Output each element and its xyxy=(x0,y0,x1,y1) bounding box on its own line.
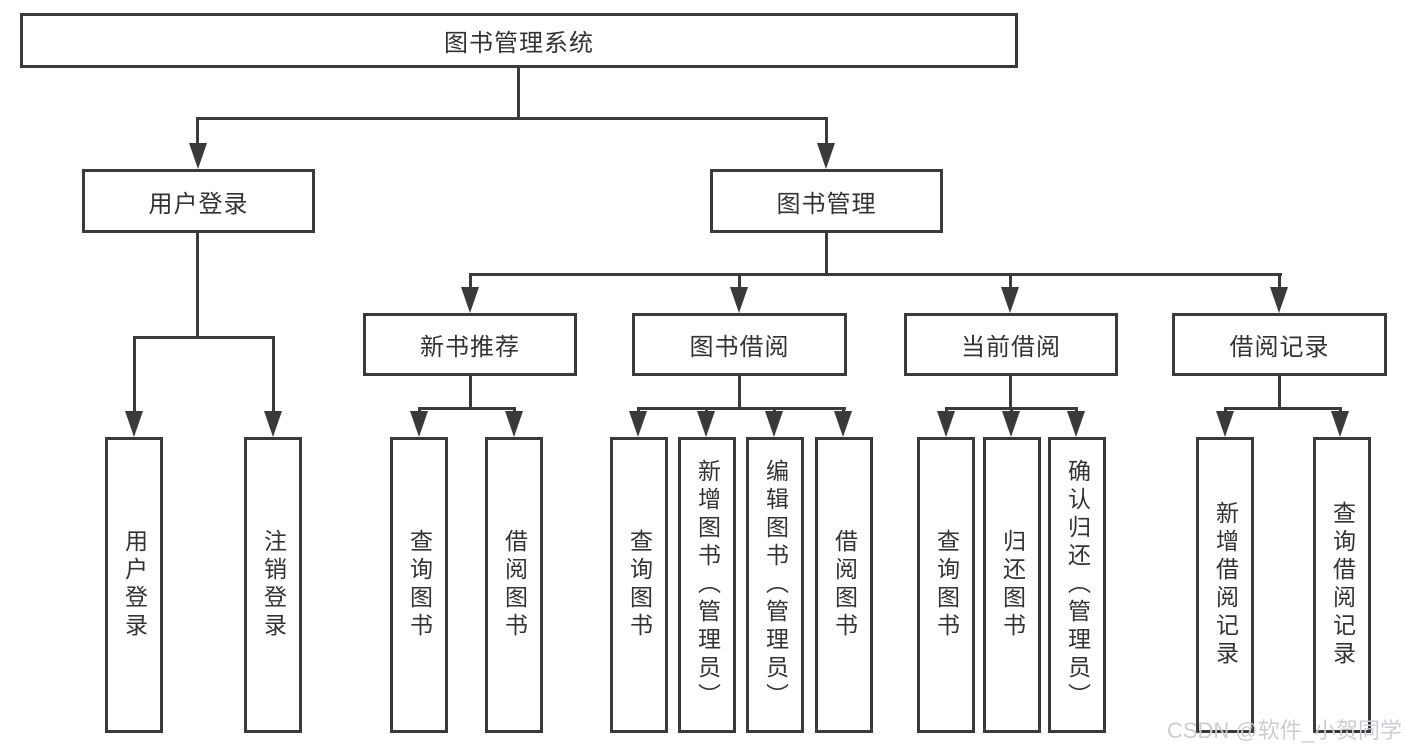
connector-line xyxy=(1278,273,1281,288)
node-label: 图书管理 xyxy=(776,190,877,218)
leaf-logout: 注销登录 xyxy=(244,437,302,733)
leaf-edit-books-admin: 编辑图书（管理员） xyxy=(746,437,804,733)
connector-line xyxy=(637,407,846,410)
leaf-label: 查询借阅记录 xyxy=(1329,501,1356,669)
node-label: 新书推荐 xyxy=(420,334,520,361)
node-book-management: 图书管理 xyxy=(710,169,943,233)
leaf-query-books-current: 查询图书 xyxy=(917,437,975,733)
node-borrowing-records: 借阅记录 xyxy=(1172,313,1387,376)
node-user-login: 用户登录 xyxy=(82,169,315,233)
leaf-query-books-recommend: 查询图书 xyxy=(390,437,448,733)
connector-line xyxy=(469,273,1282,276)
connector-arrow xyxy=(1001,287,1019,313)
connector-line xyxy=(1224,407,1342,410)
leaf-query-borrow-record: 查询借阅记录 xyxy=(1313,437,1371,733)
leaf-return-books: 归还图书 xyxy=(983,437,1041,733)
node-label: 借阅记录 xyxy=(1229,334,1330,361)
connector-arrow xyxy=(834,411,852,437)
connector-line xyxy=(517,68,520,117)
connector-arrow xyxy=(765,411,783,437)
connector-line xyxy=(196,233,199,336)
connector-line xyxy=(1009,375,1012,408)
connector-arrow xyxy=(817,143,835,169)
connector-line xyxy=(196,117,828,120)
leaf-query-books-borrowing: 查询图书 xyxy=(610,437,668,733)
connector-arrow xyxy=(1270,287,1288,313)
connector-line xyxy=(418,407,516,410)
leaf-confirm-return-admin: 确认归还（管理员） xyxy=(1048,437,1106,733)
node-label: 当前借阅 xyxy=(961,334,1061,361)
leaf-borrow-books: 借阅图书 xyxy=(815,437,873,733)
connector-line xyxy=(1009,273,1012,288)
connector-line xyxy=(738,375,741,408)
leaf-label: 新增借阅记录 xyxy=(1212,501,1239,669)
node-book-borrowing: 图书借阅 xyxy=(632,313,847,376)
connector-arrow xyxy=(505,411,523,437)
leaf-label: 查询图书 xyxy=(626,529,653,641)
node-label: 用户登录 xyxy=(148,190,249,218)
connector-line xyxy=(738,273,741,288)
connector-arrow xyxy=(125,411,143,437)
connector-arrow xyxy=(461,287,479,313)
node-library-management-system: 图书管理系统 xyxy=(20,13,1018,68)
connector-arrow xyxy=(1216,411,1234,437)
connector-line xyxy=(469,375,472,408)
node-label: 图书管理系统 xyxy=(444,30,594,57)
connector-line xyxy=(1278,375,1281,408)
connector-line xyxy=(133,336,136,412)
leaf-label: 确认归还（管理员） xyxy=(1064,459,1091,711)
connector-line xyxy=(469,273,472,288)
connector-arrow xyxy=(264,411,282,437)
leaf-borrow-books-recommend: 借阅图书 xyxy=(485,437,543,733)
connector-arrow xyxy=(1002,411,1020,437)
leaf-label: 编辑图书（管理员） xyxy=(762,459,789,711)
leaf-label: 新增图书（管理员） xyxy=(694,459,721,711)
connector-arrow xyxy=(1331,411,1349,437)
connector-arrow xyxy=(1067,411,1085,437)
connector-arrow xyxy=(629,411,647,437)
connector-arrow xyxy=(697,411,715,437)
connector-arrow xyxy=(730,287,748,313)
leaf-label: 注销登录 xyxy=(260,529,287,641)
connector-arrow xyxy=(189,143,207,169)
connector-line xyxy=(133,336,275,339)
leaf-label: 归还图书 xyxy=(999,529,1026,641)
csdn-watermark: CSDN @软件_小贺同学 xyxy=(1166,718,1402,743)
leaf-add-books-admin: 新增图书（管理员） xyxy=(678,437,736,733)
connector-arrow xyxy=(937,411,955,437)
leaf-label: 借阅图书 xyxy=(501,529,528,641)
leaf-user-login: 用户登录 xyxy=(105,437,163,733)
connector-line xyxy=(196,117,199,144)
connector-line xyxy=(825,233,828,275)
connector-line xyxy=(272,336,275,412)
leaf-label: 借阅图书 xyxy=(831,529,858,641)
node-new-book-recommend: 新书推荐 xyxy=(363,313,577,376)
connector-line xyxy=(825,117,828,144)
node-current-borrowing: 当前借阅 xyxy=(904,313,1118,376)
connector-arrow xyxy=(410,411,428,437)
leaf-label: 查询图书 xyxy=(406,529,433,641)
leaf-label: 查询图书 xyxy=(933,529,960,641)
leaf-label: 用户登录 xyxy=(121,529,148,641)
node-label: 图书借阅 xyxy=(689,334,790,361)
leaf-add-borrow-record: 新增借阅记录 xyxy=(1196,437,1254,733)
